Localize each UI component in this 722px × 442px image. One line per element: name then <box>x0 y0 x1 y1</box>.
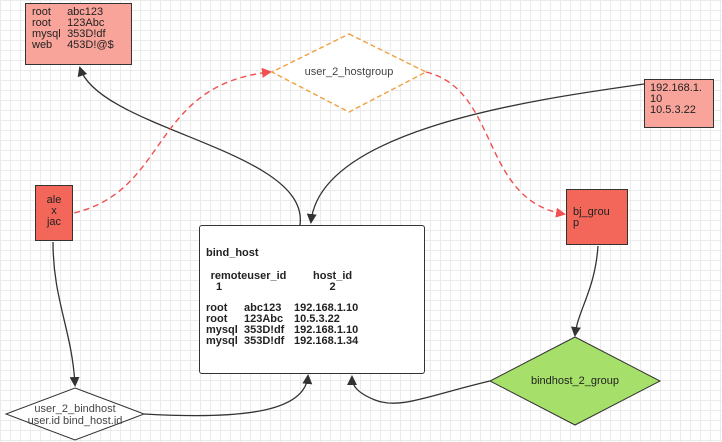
dashed-connector-user2hostgroup-to-bjgroup <box>425 71 566 218</box>
user-password: abc123 <box>67 6 104 18</box>
row-password: 353D!df <box>244 335 285 347</box>
users-row: web 453D!@$ <box>32 40 125 51</box>
bind-host-row: mysql 353D!df 192.168.1.34 <box>206 336 418 347</box>
connector-bindhost2group-to-bindhost <box>347 375 491 404</box>
user-2-bindhost-fields: user.id bind_host.id <box>27 415 123 427</box>
connector-people-to-user2bindhost <box>52 241 80 387</box>
person-line: ale <box>46 194 62 206</box>
row-user: root <box>206 302 228 314</box>
host-line: 10.5.3.22 <box>650 104 696 116</box>
dashed-connector-people-to-user2hostgroup <box>73 67 272 214</box>
row-user: mysql <box>206 335 238 347</box>
users-row: root 123Abc <box>32 18 125 29</box>
user-password: 123Abc <box>67 17 105 29</box>
col2-header: host_id <box>313 270 353 282</box>
user-2-hostgroup-diamond <box>270 33 428 113</box>
user-2-bindhost-diamond <box>4 387 146 441</box>
row-user: mysql <box>206 324 238 336</box>
col1-value: 1 <box>216 281 223 293</box>
people-box: ale x jac <box>35 185 73 241</box>
connector-user2bindhost-to-bindhost <box>143 374 313 417</box>
hosts-box: 192.168.1. 10 10.5.3.22 <box>644 79 714 128</box>
host-line: 10 <box>650 93 663 105</box>
person-line: x <box>51 205 57 217</box>
user-password: 353D!df <box>67 28 106 40</box>
bj-group-box: bj_grou p <box>566 189 628 245</box>
bind-host-row: root 123Abc 10.5.3.22 <box>206 314 418 325</box>
row-ip: 192.168.1.10 <box>294 324 359 336</box>
col2-value: 2 <box>329 281 336 293</box>
bind-host-title: bind_host <box>206 247 259 259</box>
users-row: root abc123 <box>32 7 125 18</box>
group-line: p <box>573 217 580 229</box>
user-name: mysql <box>32 28 61 40</box>
bind-host-row: mysql 353D!df 192.168.1.10 <box>206 325 418 336</box>
bindhost-2-group-diamond <box>488 336 662 426</box>
row-ip: 192.168.1.10 <box>294 302 359 314</box>
user-name: web <box>32 39 53 51</box>
users-box: root abc123 root 123Abc mysql 353D!df we… <box>25 3 132 65</box>
row-user: root <box>206 313 228 325</box>
row-ip: 192.168.1.34 <box>294 335 359 347</box>
connector-bjgroup-to-bindhost2group <box>570 245 599 337</box>
row-password: 123Abc <box>244 313 284 325</box>
user-name: root <box>32 6 51 18</box>
connector-hosts-to-bindhost <box>306 83 645 224</box>
row-ip: 10.5.3.22 <box>294 313 340 325</box>
connector-bindhost-to-users <box>77 66 301 226</box>
bind-host-table: root abc123 192.168.1.10 root 123Abc 10.5.3.… <box>206 303 418 347</box>
user-name: root <box>32 17 51 29</box>
person-line: jac <box>46 216 62 228</box>
row-password: abc123 <box>244 302 282 314</box>
bind-host-row: root abc123 192.168.1.10 <box>206 303 418 314</box>
user-2-bindhost-title: user_2_bindhost <box>34 403 116 415</box>
col1-header: remoteuser_id <box>210 270 287 282</box>
users-row: mysql 353D!df <box>32 29 125 40</box>
bindhost-2-group-label: bindhost_2_group <box>530 375 620 387</box>
user-password: 453D!@$ <box>67 39 114 51</box>
user-2-hostgroup-label: user_2_hostgroup <box>304 66 394 78</box>
bind-host-box: bind_host remoteuser_id 1 host_id 2 root… <box>199 225 425 374</box>
user-2-bindhost-label: user_2_bindhost user.id bind_host.id <box>6 403 144 427</box>
row-password: 353D!df <box>244 324 285 336</box>
host-line: 192.168.1. <box>650 82 702 94</box>
group-line: bj_grou <box>573 206 610 218</box>
bind-host-header: remoteuser_id 1 host_id 2 <box>206 271 418 293</box>
